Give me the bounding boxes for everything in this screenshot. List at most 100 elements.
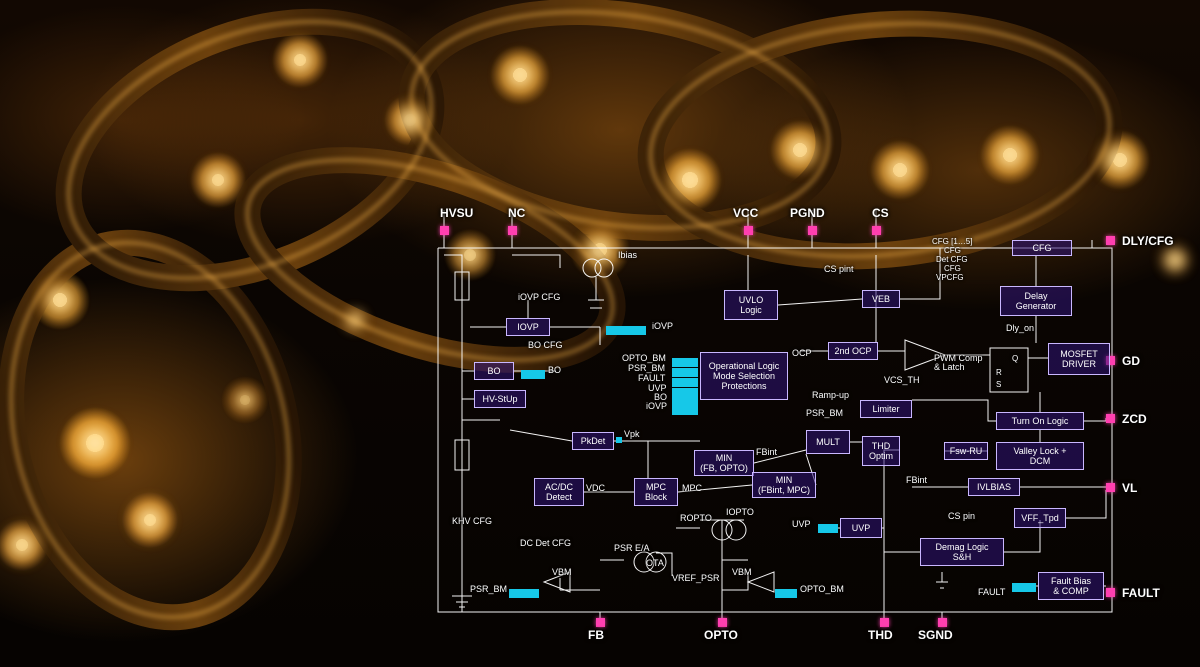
net-label-cfg-range: CFG [1…5] [932, 237, 973, 246]
net-label-det-cfg: Det CFG [936, 255, 968, 264]
pin-label-vl: VL [1122, 481, 1138, 495]
tag-bar-uvp-in [672, 388, 698, 397]
net-label-r: R [996, 368, 1002, 377]
net-label-psr-ea: PSR E/A [614, 543, 650, 553]
block-thd-optim[interactable]: THD Optim [862, 436, 900, 466]
block-mosfet-driver[interactable]: MOSFET DRIVER [1048, 343, 1110, 375]
block-cfg[interactable]: CFG [1012, 240, 1072, 256]
pin-marker-dlycfg[interactable] [1106, 236, 1115, 245]
block-second-ocp[interactable]: 2nd OCP [828, 342, 878, 360]
block-min-fbint-mpc[interactable]: MIN (FBint, MPC) [752, 472, 816, 498]
pin-label-hvsu: HVSU [440, 206, 474, 220]
pin-marker-hvsu[interactable] [440, 226, 449, 235]
signal-label-psr-bm: PSR_BM [628, 363, 666, 373]
pin-marker-pgnd[interactable] [808, 226, 817, 235]
block-veb[interactable]: VEB [862, 290, 900, 308]
net-label-vdc: VDC [586, 483, 606, 493]
pin-marker-thd[interactable] [880, 618, 889, 627]
pin-label-nc: NC [508, 206, 526, 220]
net-label-fbint-2: FBint [906, 475, 928, 485]
block-limiter[interactable]: Limiter [860, 400, 912, 418]
pin-label-vcc: VCC [733, 206, 759, 220]
net-label-cfg-1: CFG [944, 246, 961, 255]
pin-label-pgnd: PGND [790, 206, 825, 220]
net-label-psr-bm-limiter: PSR_BM [806, 408, 844, 418]
signal-label-opto-bm-bottom: OPTO_BM [800, 584, 844, 594]
net-label-bo-cfg: BO CFG [528, 340, 563, 350]
net-label-vbm-left: VBM [552, 567, 572, 577]
pin-marker-fb[interactable] [596, 618, 605, 627]
net-label-ibias: Ibias [618, 250, 638, 260]
pin-marker-gd[interactable] [1106, 356, 1115, 365]
block-uvlo-logic[interactable]: UVLO Logic [724, 290, 778, 320]
block-mpc[interactable]: MPC Block [634, 478, 678, 506]
signal-label-opto-bm: OPTO_BM [622, 353, 666, 363]
block-bo[interactable]: BO [474, 362, 514, 380]
net-label-vcs-th: VCS_TH [884, 375, 920, 385]
net-label-ota: OTA [646, 558, 664, 568]
net-label-fbint-1: FBint [756, 447, 778, 457]
block-demag-logic-sh[interactable]: Demag Logic S&H [920, 538, 1004, 566]
pin-label-thd: THD [868, 628, 893, 642]
net-label-vpcfg: VPCFG [936, 273, 964, 282]
tag-bar-iovp-in [672, 406, 698, 415]
block-min-fb-opto[interactable]: MIN (FB, OPTO) [694, 450, 754, 476]
block-operational-logic[interactable]: Operational Logic Mode Selection Protect… [700, 352, 788, 400]
block-fsw-ru[interactable]: Fsw-RU [944, 442, 988, 460]
pin-marker-cs[interactable] [872, 226, 881, 235]
tag-bar-psr-bm-bottom [509, 589, 539, 598]
tag-bar-vpk [616, 437, 622, 443]
signal-label-bo: BO [654, 392, 668, 402]
pin-label-gd: GD [1122, 354, 1140, 368]
block-mult[interactable]: MULT [806, 430, 850, 454]
block-ivlbias[interactable]: IVLBIAS [968, 478, 1020, 496]
pin-marker-vcc[interactable] [744, 226, 753, 235]
pin-label-sgnd: SGND [918, 628, 953, 642]
net-label-mpc: MPC [682, 483, 702, 493]
pin-marker-vl[interactable] [1106, 483, 1115, 492]
tag-bar-bo-in [672, 397, 698, 406]
pin-marker-zcd[interactable] [1106, 414, 1115, 423]
signal-label-fault: FAULT [638, 373, 666, 383]
pin-label-fault: FAULT [1122, 586, 1160, 600]
wires [437, 210, 1113, 622]
pin-marker-sgnd[interactable] [938, 618, 947, 627]
block-iovp[interactable]: IOVP [506, 318, 550, 336]
net-label-vbm-right: VBM [732, 567, 752, 577]
net-label-s: S [996, 380, 1002, 389]
pin-label-cs: CS [872, 206, 889, 220]
net-label-pwm-comp-latch: PWM Comp & Latch [934, 353, 983, 372]
tag-bar-opto-bm-in [672, 358, 698, 367]
block-delay-generator[interactable]: Delay Generator [1000, 286, 1072, 316]
pin-label-dlycfg: DLY/CFG [1122, 234, 1174, 248]
block-uvp[interactable]: UVP [840, 518, 882, 538]
pin-marker-nc[interactable] [508, 226, 517, 235]
net-label-cs-pint: CS pint [824, 264, 854, 274]
tag-bar-psr-bm-in [672, 368, 698, 377]
block-fault-bias-comp[interactable]: Fault Bias & COMP [1038, 572, 1104, 600]
block-hv-stup[interactable]: HV-StUp [474, 390, 526, 408]
signal-label-uvp-bottom: UVP [792, 519, 811, 529]
block-pkdet[interactable]: PkDet [572, 432, 614, 450]
tag-bar-bo-out [521, 370, 545, 379]
signal-label-iovp-out: iOVP [652, 321, 674, 331]
net-label-ocp: OCP [792, 348, 812, 358]
block-turn-on-logic[interactable]: Turn On Logic [996, 412, 1084, 430]
pin-marker-fault[interactable] [1106, 588, 1115, 597]
block-vff-tpd[interactable]: VFF_Tpd [1014, 508, 1066, 528]
net-label-dly-on: Dly_on [1006, 323, 1035, 333]
net-label-cfg-2: CFG [944, 264, 961, 273]
signal-label-psr-bm-bottom: PSR_BM [470, 584, 508, 594]
pin-label-fb: FB [588, 628, 604, 642]
net-label-dc-det-cfg: DC Det CFG [520, 538, 572, 548]
net-label-cs-pin: CS pin [948, 511, 976, 521]
tag-bar-uvp-bottom [818, 524, 838, 533]
block-acdc-detect[interactable]: AC/DC Detect [534, 478, 584, 506]
tag-bar-iovp-out [606, 326, 646, 335]
block-valley-lock-dcm[interactable]: Valley Lock + DCM [996, 442, 1084, 470]
net-label-q: Q [1012, 354, 1019, 363]
net-label-iopto: IOPTO [726, 507, 754, 517]
pin-marker-opto[interactable] [718, 618, 727, 627]
